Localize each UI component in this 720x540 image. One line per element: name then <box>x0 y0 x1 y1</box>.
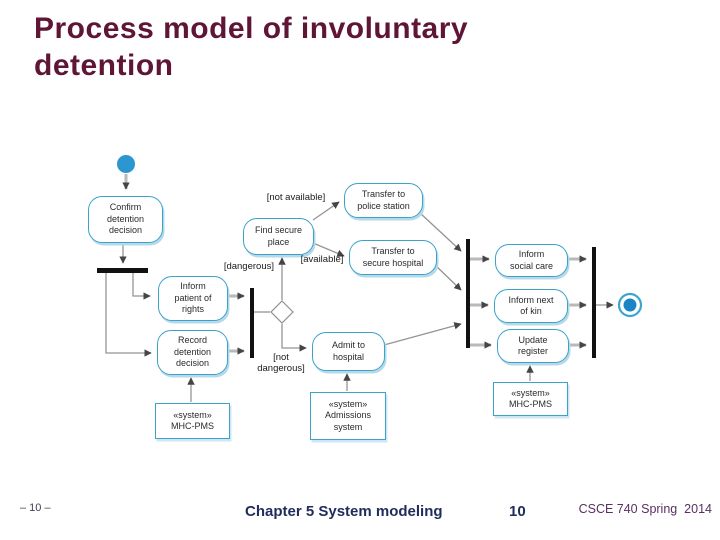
system-label: «system» MHC-PMS <box>509 387 552 410</box>
activity-label: Inform patient of rights <box>174 281 212 315</box>
footer-chapter-title: Chapter 5 System modeling <box>245 503 443 520</box>
system-label: «system» MHC-PMS <box>171 409 214 432</box>
decision-diamond <box>270 300 294 324</box>
activity-find-secure-place: Find secure place <box>243 218 314 255</box>
activity-confirm-detention-decision: Confirm detention decision <box>88 196 163 243</box>
end-node <box>617 292 643 318</box>
activity-label: Confirm detention decision <box>106 202 145 236</box>
join-bar-final <box>592 247 596 358</box>
activity-label: Inform next of kin <box>508 294 554 317</box>
activity-transfer-to-police-station: Transfer to police station <box>344 183 423 218</box>
activity-inform-next-of-kin: Inform next of kin <box>494 289 568 323</box>
footer-course-label: CSCE 740 Spring 2014 <box>578 502 712 516</box>
system-box-admissions-system: «system» Admissions system <box>310 392 386 440</box>
activity-inform-social-care: Inform social care <box>495 244 568 277</box>
system-label: «system» Admissions system <box>324 398 371 432</box>
activity-label: Admit to hospital <box>331 340 365 362</box>
slide-title: Process model of involuntary detention <box>34 12 469 82</box>
start-node <box>117 155 135 173</box>
fork-bar-top <box>97 268 148 273</box>
activity-label: Transfer to police station <box>357 189 410 211</box>
activity-admit-to-hospital: Admit to hospital <box>312 332 385 371</box>
activity-label: Record detention decision <box>173 335 212 369</box>
activity-transfer-to-secure-hospital: Transfer to secure hospital <box>349 240 437 275</box>
guard-not-available: [not available] <box>266 192 326 203</box>
activity-label: Find secure place <box>254 225 303 247</box>
guard-not-dangerous: [not dangerous] <box>257 352 305 374</box>
activity-update-register: Update register <box>497 329 569 363</box>
system-box-mhc-pms-right: «system» MHC-PMS <box>493 382 568 416</box>
guard-dangerous: [dangerous] <box>223 261 274 272</box>
activity-label: Update register <box>517 334 548 357</box>
activity-inform-patient-of-rights: Inform patient of rights <box>158 276 228 321</box>
system-box-mhc-pms-left: «system» MHC-PMS <box>155 403 230 439</box>
guard-available: [available] <box>300 254 344 265</box>
activity-record-detention-decision: Record detention decision <box>157 330 228 375</box>
connector-lines-thin <box>105 201 614 402</box>
activity-label: Inform social care <box>509 249 554 271</box>
join-bar-mid <box>250 288 254 358</box>
footer-page-number: 10 <box>509 503 526 520</box>
fork-bar-right <box>466 239 470 348</box>
connector-lines-thick <box>122 174 587 355</box>
activity-label: Transfer to secure hospital <box>362 246 424 268</box>
footer-page-marker: – 10 – <box>20 502 51 514</box>
